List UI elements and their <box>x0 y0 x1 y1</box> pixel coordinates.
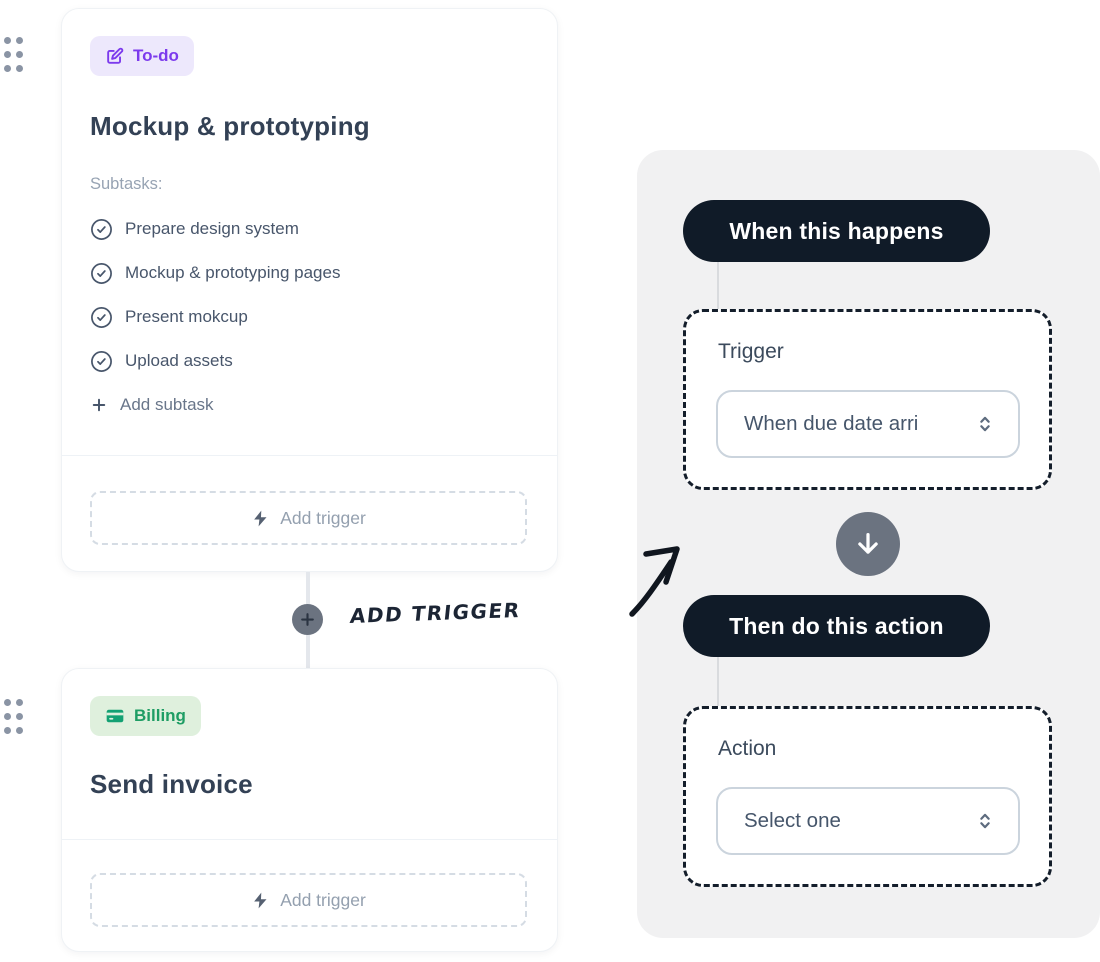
status-badge-label: To-do <box>133 46 179 65</box>
drag-handle-icon[interactable] <box>4 37 23 72</box>
edit-icon <box>105 47 124 66</box>
subtask-row[interactable]: Upload assets <box>90 339 530 383</box>
add-trigger-annotation: ADD TRIGGER <box>348 597 522 629</box>
divider <box>62 839 557 840</box>
add-trigger-button[interactable]: Add trigger <box>90 491 527 545</box>
status-badge-label: Billing <box>134 706 186 725</box>
page-title: Mockup & prototyping <box>90 111 370 141</box>
task-card-invoice: Billing Send invoice Add trigger <box>61 668 558 952</box>
credit-card-icon <box>105 706 125 726</box>
check-circle-icon <box>91 306 112 328</box>
action-box: Action Select one <box>683 706 1052 887</box>
action-select-value: Select one <box>744 809 841 832</box>
panel-connector-line <box>717 657 719 707</box>
trigger-box: Trigger When due date arri <box>683 309 1052 490</box>
subtask-label: Prepare design system <box>125 219 299 238</box>
subtask-row[interactable]: Present mokcup <box>90 295 530 339</box>
page-title: Send invoice <box>90 769 253 799</box>
subtask-label: Upload assets <box>125 351 233 370</box>
when-this-happens-pill: When this happens <box>683 200 990 262</box>
chevron-up-down-icon <box>974 413 1018 435</box>
lightning-bolt-icon <box>254 892 267 908</box>
subtask-label: Mockup & prototyping pages <box>125 263 341 282</box>
task-card-mockup: To-do Mockup & prototyping Subtasks: Pre… <box>61 8 558 572</box>
automation-panel: When this happens Trigger When due date … <box>637 150 1100 938</box>
trigger-select-value: When due date arri <box>744 412 919 435</box>
subtask-row[interactable]: Prepare design system <box>90 207 530 251</box>
divider <box>62 455 557 456</box>
subtask-label: Present mokcup <box>125 307 248 326</box>
status-badge-billing[interactable]: Billing <box>90 696 201 736</box>
status-badge-todo[interactable]: To-do <box>90 36 194 76</box>
trigger-label: Trigger <box>718 340 784 363</box>
sketch-arrow-icon <box>629 546 680 617</box>
then-do-this-action-pill: Then do this action <box>683 595 990 657</box>
subtasks-label: Subtasks: <box>90 175 163 193</box>
action-select[interactable]: Select one <box>716 787 1020 855</box>
add-subtask-button[interactable]: Add subtask <box>90 383 530 427</box>
add-subtask-label: Add subtask <box>120 395 214 414</box>
drag-handle-icon[interactable] <box>4 699 23 734</box>
arrow-down-icon <box>858 533 878 554</box>
check-circle-icon <box>91 262 112 284</box>
trigger-select[interactable]: When due date arri <box>716 390 1020 458</box>
add-trigger-label: Add trigger <box>280 889 366 910</box>
lightning-bolt-icon <box>254 510 267 526</box>
add-trigger-button[interactable]: Add trigger <box>90 873 527 927</box>
plus-icon <box>301 613 314 626</box>
panel-connector-line <box>717 262 719 310</box>
add-node-button[interactable] <box>292 604 323 635</box>
plus-icon <box>92 398 106 412</box>
flow-down-button[interactable] <box>836 512 900 576</box>
subtask-list: Prepare design system Mockup & prototypi… <box>90 207 530 427</box>
add-trigger-label: Add trigger <box>280 507 366 528</box>
subtask-row[interactable]: Mockup & prototyping pages <box>90 251 530 295</box>
check-circle-icon <box>91 218 112 240</box>
action-label: Action <box>718 737 777 760</box>
check-circle-icon <box>91 350 112 372</box>
chevron-up-down-icon <box>974 810 1018 832</box>
